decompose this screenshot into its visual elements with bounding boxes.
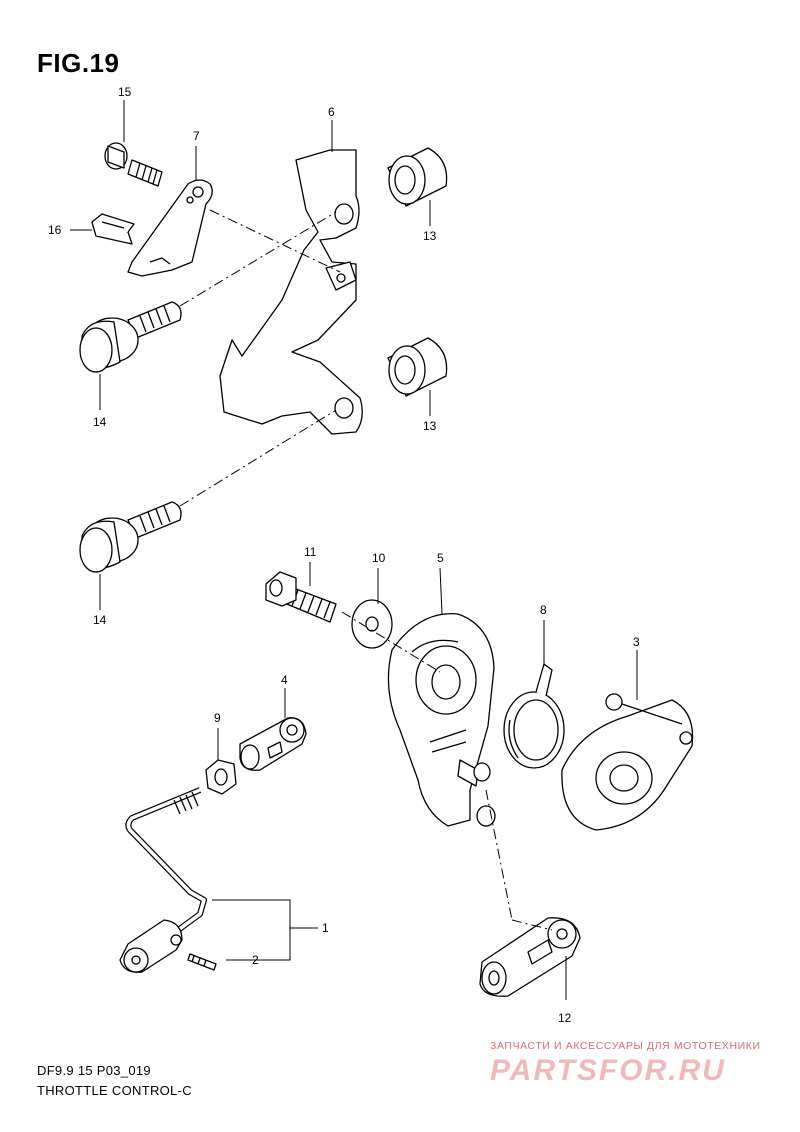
footer-section-title: THROTTLE CONTROL-C: [37, 1083, 192, 1098]
part-14-bolt-upper[interactable]: [79, 301, 182, 373]
part-10-washer[interactable]: [351, 599, 393, 649]
callout-6: 6: [328, 105, 335, 119]
part-8-spring[interactable]: [503, 663, 565, 769]
callout-7: 7: [193, 129, 200, 143]
callout-2: 2: [252, 953, 259, 967]
part-16-clip[interactable]: [91, 213, 135, 245]
figure-title: FIG.19: [37, 48, 120, 78]
callout-16: 16: [48, 223, 62, 237]
callout-10: 10: [372, 551, 386, 565]
part-1-throttle-rod[interactable]: [119, 787, 207, 973]
callout-4: 4: [281, 673, 288, 687]
assembly-center-lines: [179, 209, 553, 931]
callout-5: 5: [437, 551, 444, 565]
part-2-pin[interactable]: [187, 953, 217, 971]
part-5-throttle-lever[interactable]: [387, 612, 496, 827]
footer-model-code: DF9.9 15 P03_019: [37, 1063, 151, 1078]
callout-14-upper: 14: [93, 415, 107, 429]
part-4-rod-end[interactable]: [239, 717, 307, 771]
part-15-bolt[interactable]: [104, 142, 163, 187]
callout-leader-lines: [70, 100, 638, 1000]
part-6-bracket[interactable]: [219, 149, 363, 435]
callout-1: 1: [322, 921, 329, 935]
part-11-bolt[interactable]: [265, 571, 337, 623]
part-14-bolt-lower[interactable]: [79, 501, 182, 573]
callout-3: 3: [633, 635, 640, 649]
callout-numbers: 15 7 6 16 13 14 13 14 11 10 5 8 3 4 9 1 …: [48, 85, 640, 1025]
part-3-pulley-cover[interactable]: [561, 693, 694, 831]
callout-13-lower: 13: [423, 419, 437, 433]
callout-12: 12: [558, 1011, 572, 1025]
callout-15: 15: [118, 85, 132, 99]
part-13-bushing-lower[interactable]: [387, 337, 448, 397]
part-9-nut[interactable]: [205, 759, 237, 795]
watermark-brand: PARTSFOR.RU: [490, 1054, 726, 1087]
watermark-tagline: ЗАПЧАСТИ И АКСЕССУАРЫ ДЛЯ МОТОТЕХНИКИ: [490, 1040, 761, 1052]
part-13-bushing-upper[interactable]: [387, 147, 448, 207]
callout-14-lower: 14: [93, 613, 107, 627]
part-7-plate[interactable]: [127, 179, 213, 277]
part-12-rod-end[interactable]: [479, 917, 581, 997]
callout-11: 11: [304, 545, 317, 559]
callout-8: 8: [540, 603, 547, 617]
callout-9: 9: [214, 711, 221, 725]
callout-13-upper: 13: [423, 229, 437, 243]
